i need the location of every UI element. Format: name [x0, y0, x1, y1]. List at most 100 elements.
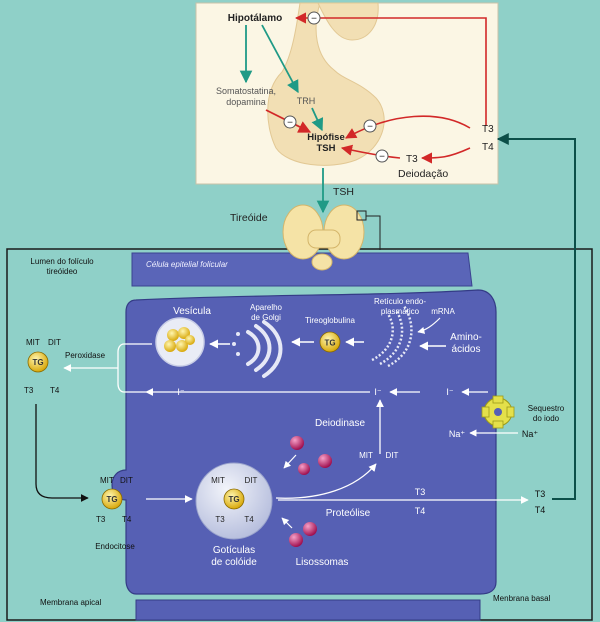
membrana-basal-label: Menbrana basal	[493, 594, 551, 603]
t4-cell-label: T4	[415, 506, 426, 516]
dit-endo-label: DIT	[120, 476, 133, 485]
tg-ball	[319, 331, 341, 353]
vesicle	[155, 317, 205, 367]
hipotalamo-label: Hipotálamo	[228, 13, 282, 24]
t3-out-label: T3	[535, 489, 546, 499]
thyroid-gland	[282, 204, 365, 271]
hipofise-label: Hipófise	[307, 132, 344, 143]
inhibit-badge: −	[307, 11, 321, 25]
t3-feedback-pituitary	[340, 144, 401, 159]
tireoglobulina-label: Tireoglobulina	[305, 316, 356, 325]
lysosome	[289, 533, 303, 547]
svg-text:−: −	[367, 122, 373, 133]
lysosome	[298, 463, 310, 475]
t3-lumen-label: T3	[24, 386, 34, 395]
goticulas-label: Gotículas	[213, 545, 255, 556]
feedback-pituitary	[345, 115, 471, 139]
tg-ball	[223, 488, 245, 510]
lisossomas-label: Lisossomas	[296, 557, 349, 568]
lysosome	[290, 436, 304, 450]
dit-droplet-label: DIT	[245, 476, 258, 485]
dit-free-label: DIT	[386, 451, 399, 460]
golgi-label: Aparelho	[250, 303, 283, 312]
t4-out-label: T4	[535, 505, 546, 515]
t3-right-label: T3	[482, 124, 494, 135]
brain-tissue-shape	[317, 2, 379, 41]
goticulas-label-2: de colóide	[211, 557, 257, 568]
mrna-label: mRNA	[431, 307, 455, 316]
golgi-apparatus	[232, 320, 283, 378]
amino-label-2: ácidos	[452, 344, 481, 355]
na-inside-label: Na⁺	[449, 429, 466, 439]
vesicula-label: Vesícula	[173, 306, 211, 317]
tg-label: TG	[32, 358, 43, 367]
na-outside-label: Na⁺	[522, 429, 539, 439]
tsh-label: TSH	[333, 186, 354, 198]
zoom-leader	[366, 215, 381, 250]
membrana-apical-label: Membrana apical	[40, 598, 102, 607]
mrna-arrow	[417, 317, 441, 334]
t4-droplet-label: T4	[244, 515, 254, 524]
iodide-label: I⁻	[374, 387, 382, 397]
tg-label: TG	[228, 495, 239, 504]
t4-lumen-label: T4	[50, 386, 60, 395]
amino-label: Amino-	[450, 332, 482, 343]
dit-lumen-label: DIT	[48, 338, 61, 347]
inhibit-badge: −	[375, 149, 389, 163]
inhibit-badge: −	[363, 119, 377, 133]
trh-label: TRH	[297, 96, 316, 106]
tg-ball	[101, 488, 123, 510]
t3-lower-label: T3	[406, 154, 418, 165]
iodide-label: I⁻	[446, 387, 454, 397]
tg-label: TG	[106, 495, 117, 504]
svg-text:−: −	[311, 14, 317, 25]
endocitose-label: Endocitose	[95, 542, 135, 551]
mit-free-label: MIT	[359, 451, 373, 460]
mit-droplet-label: MIT	[211, 476, 225, 485]
iodide-pump	[481, 395, 515, 429]
tg-label: TG	[324, 339, 335, 348]
t4-to-t3-arrow	[420, 147, 471, 164]
peroxidase-label: Peroxidase	[65, 351, 106, 360]
lysosome	[318, 454, 332, 468]
reticulo-label-2: plasmático	[381, 307, 420, 316]
blood-feedback-line	[496, 133, 576, 500]
t3-cell-label: T3	[415, 487, 426, 497]
t4-right-label: T4	[482, 142, 494, 153]
endoplasmic-reticulum	[371, 305, 413, 368]
t3-endo-label: T3	[96, 515, 106, 524]
trh-arrow-lower	[311, 107, 324, 132]
svg-text:−: −	[287, 118, 293, 129]
lumen-label-2: tireóideo	[47, 267, 78, 276]
lysosome	[303, 522, 317, 536]
reticulo-label: Retículo endo-	[374, 297, 426, 306]
lower-cell	[135, 599, 481, 621]
golgi-label-2: de Golgi	[251, 313, 281, 322]
tsh-inner-label: TSH	[317, 143, 336, 154]
deiodacao-label: Deiodação	[398, 168, 448, 180]
iodide-label: I⁻	[177, 387, 185, 397]
celula-epitelial-label: Célula epitelial folicular	[146, 260, 228, 269]
lumen-label: Lumen do folículo	[30, 257, 94, 266]
endocytosis-path	[35, 404, 89, 502]
mit-lumen-label: MIT	[26, 338, 40, 347]
inhibit-badge: −	[283, 115, 297, 129]
lysosome-arrow	[283, 454, 297, 469]
lysosome-arrow	[281, 517, 293, 529]
t3-droplet-label: T3	[215, 515, 225, 524]
somatostatina-label: Somatostatina,	[216, 86, 276, 96]
trh-arrow-upper	[261, 24, 299, 94]
tg-ball	[27, 351, 49, 373]
deiodinase-label: Deiodinase	[315, 418, 365, 429]
dopamina-label: dopamina	[226, 97, 266, 107]
sequestro-label: Sequestro	[528, 404, 565, 413]
svg-text:−: −	[379, 152, 385, 163]
mit-endo-label: MIT	[100, 476, 114, 485]
proteolise-label: Proteólise	[326, 508, 371, 519]
tireoide-label: Tireóide	[230, 212, 268, 224]
t4-endo-label: T4	[122, 515, 132, 524]
feedback-hypothalamus	[294, 12, 487, 126]
sequestro-label-2: do iodo	[533, 414, 560, 423]
